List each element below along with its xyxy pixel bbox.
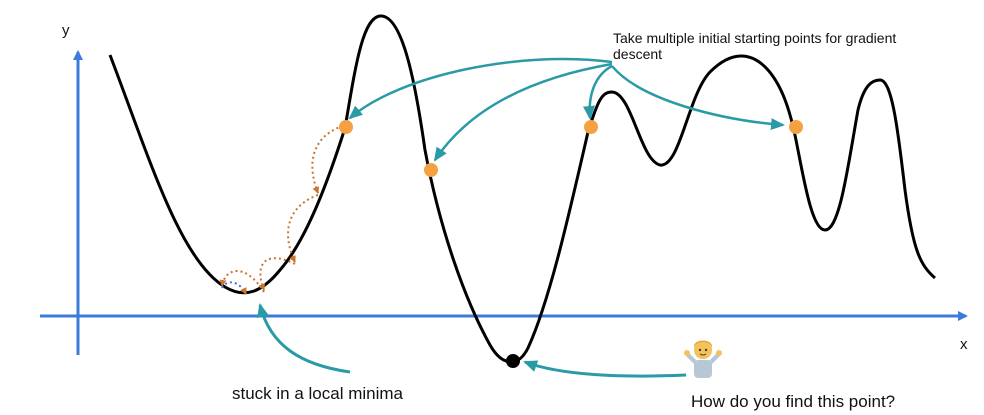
x-axis-label: x — [960, 336, 968, 353]
global-minimum-point — [506, 354, 520, 368]
y-axis-label: y — [62, 22, 70, 39]
start-pointer-arrow — [348, 57, 613, 120]
global-minimum-pointer-arrow — [523, 360, 687, 378]
start-pointer-arrow — [433, 62, 613, 162]
local-minimum-pointer-arrow — [257, 303, 351, 374]
start-point — [789, 120, 803, 134]
descent-step — [311, 125, 344, 194]
start-pointer-arrow — [582, 64, 613, 120]
start-point — [584, 120, 598, 134]
multiple-starts-annotation: Take multiple initial starting points fo… — [613, 30, 897, 62]
descent-step — [219, 270, 265, 293]
start-point — [424, 163, 438, 177]
question-annotation: How do you find this point? — [691, 392, 896, 411]
start-point — [339, 120, 353, 134]
descent-step — [287, 194, 319, 263]
loss-curve — [108, 14, 936, 364]
local-minimum-annotation: stuck in a local minima — [232, 384, 404, 403]
start-pointer-arrow — [611, 65, 785, 131]
person-shrugging-icon — [684, 340, 722, 378]
